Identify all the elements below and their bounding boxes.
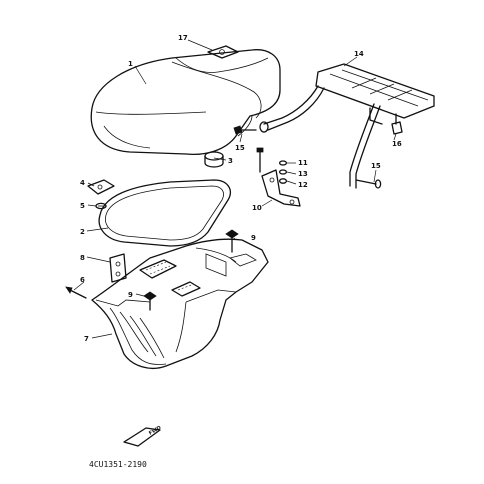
- callout-4: 4: [80, 179, 85, 187]
- callout-14: 14: [354, 50, 364, 58]
- callout-1: 1: [128, 60, 133, 68]
- seat-emblem: [207, 45, 239, 59]
- rear-carrier: [259, 63, 435, 189]
- callout-15-right: 15: [371, 162, 381, 170]
- seat-hinge-bracket: [256, 147, 301, 207]
- seat-lock-bracket: [87, 179, 115, 195]
- collar: [391, 121, 403, 135]
- callout-16: 16: [392, 140, 402, 148]
- washer-13: [278, 169, 288, 175]
- callout-6: 6: [80, 276, 85, 284]
- bolt-lower: [143, 291, 157, 311]
- callout-5: 5: [80, 202, 85, 210]
- callout-7: 7: [84, 335, 89, 343]
- nut-12: [278, 178, 288, 184]
- callout-9-upper: 9: [251, 234, 256, 242]
- seat: [90, 49, 281, 156]
- seat-seal: [98, 179, 231, 247]
- callout-10: 10: [252, 204, 262, 212]
- diagram-code: 4CU1351-2190: [89, 460, 147, 469]
- washer-11: [278, 160, 288, 166]
- screw-long: [65, 286, 87, 299]
- leader-lines: [73, 39, 397, 339]
- bracket-plate: [109, 253, 127, 283]
- fwd-arrow: FWD: [123, 425, 162, 447]
- callout-3: 3: [228, 157, 233, 165]
- callout-12: 12: [298, 181, 308, 189]
- damper-rubber: [204, 151, 224, 168]
- callout-15-left: 15: [235, 144, 245, 152]
- callout-2: 2: [80, 228, 85, 236]
- fwd-label: FWD: [148, 425, 162, 437]
- bolt-15-right: [355, 179, 382, 189]
- callout-17: 17: [178, 34, 188, 42]
- callout-11: 11: [298, 159, 308, 167]
- bolt-15-left: [233, 125, 257, 135]
- bolt-upper: [225, 229, 239, 253]
- callout-9-lower: 9: [128, 291, 133, 299]
- callout-8: 8: [80, 254, 85, 262]
- storage-box: [91, 238, 269, 369]
- callout-13: 13: [298, 170, 308, 178]
